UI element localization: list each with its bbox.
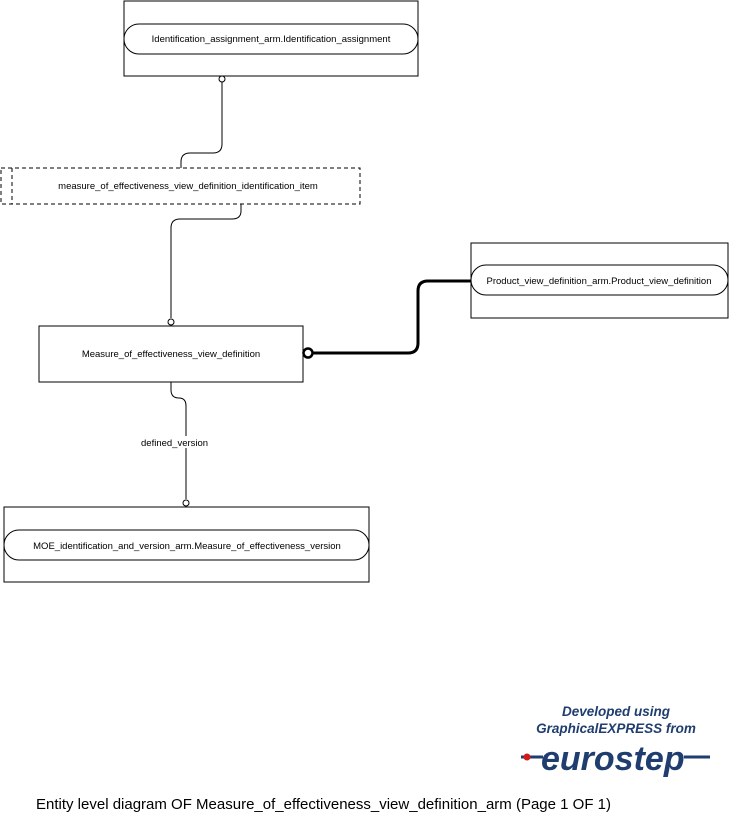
connector-identification-assignment — [180, 75, 226, 168]
entity-product-view-definition-label: Product_view_definition_arm.Product_view… — [487, 276, 712, 287]
entity-measure-of-effectiveness-view-definition-label: Measure_of_effectiveness_view_definition — [82, 349, 260, 360]
logo-brand-wordmark: eurostep — [541, 740, 685, 778]
logo-red-dot-icon — [523, 753, 531, 761]
eurostep-logo: Developed using GraphicalEXPRESS from eu… — [521, 704, 710, 778]
select-type-identification-item[interactable]: measure_of_effectiveness_view_definition… — [0, 167, 361, 205]
connector-identification-item — [167, 204, 242, 326]
entity-measure-of-effectiveness-version-label: MOE_identification_and_version_arm.Measu… — [33, 541, 341, 552]
entity-measure-of-effectiveness-version[interactable]: MOE_identification_and_version_arm.Measu… — [3, 506, 370, 583]
entity-identification-assignment-label: Identification_assignment_arm.Identifica… — [152, 34, 391, 45]
entity-identification-assignment[interactable]: Identification_assignment_arm.Identifica… — [123, 0, 419, 77]
logo-line-developed-using: Developed using — [562, 704, 671, 719]
entity-product-view-definition[interactable]: Product_view_definition_arm.Product_view… — [470, 242, 729, 319]
entity-measure-of-effectiveness-view-definition[interactable]: Measure_of_effectiveness_view_definition — [38, 325, 304, 383]
relation-label-defined-version: defined_version — [141, 438, 208, 449]
connector-defined-version: defined_version — [139, 382, 215, 507]
connector-subtype-product-view-definition — [302, 279, 471, 359]
logo-line-graphicalexpress: GraphicalEXPRESS from — [536, 721, 696, 736]
select-type-identification-item-label: measure_of_effectiveness_view_definition… — [58, 181, 318, 192]
diagram-caption: Entity level diagram OF Measure_of_effec… — [36, 796, 612, 813]
